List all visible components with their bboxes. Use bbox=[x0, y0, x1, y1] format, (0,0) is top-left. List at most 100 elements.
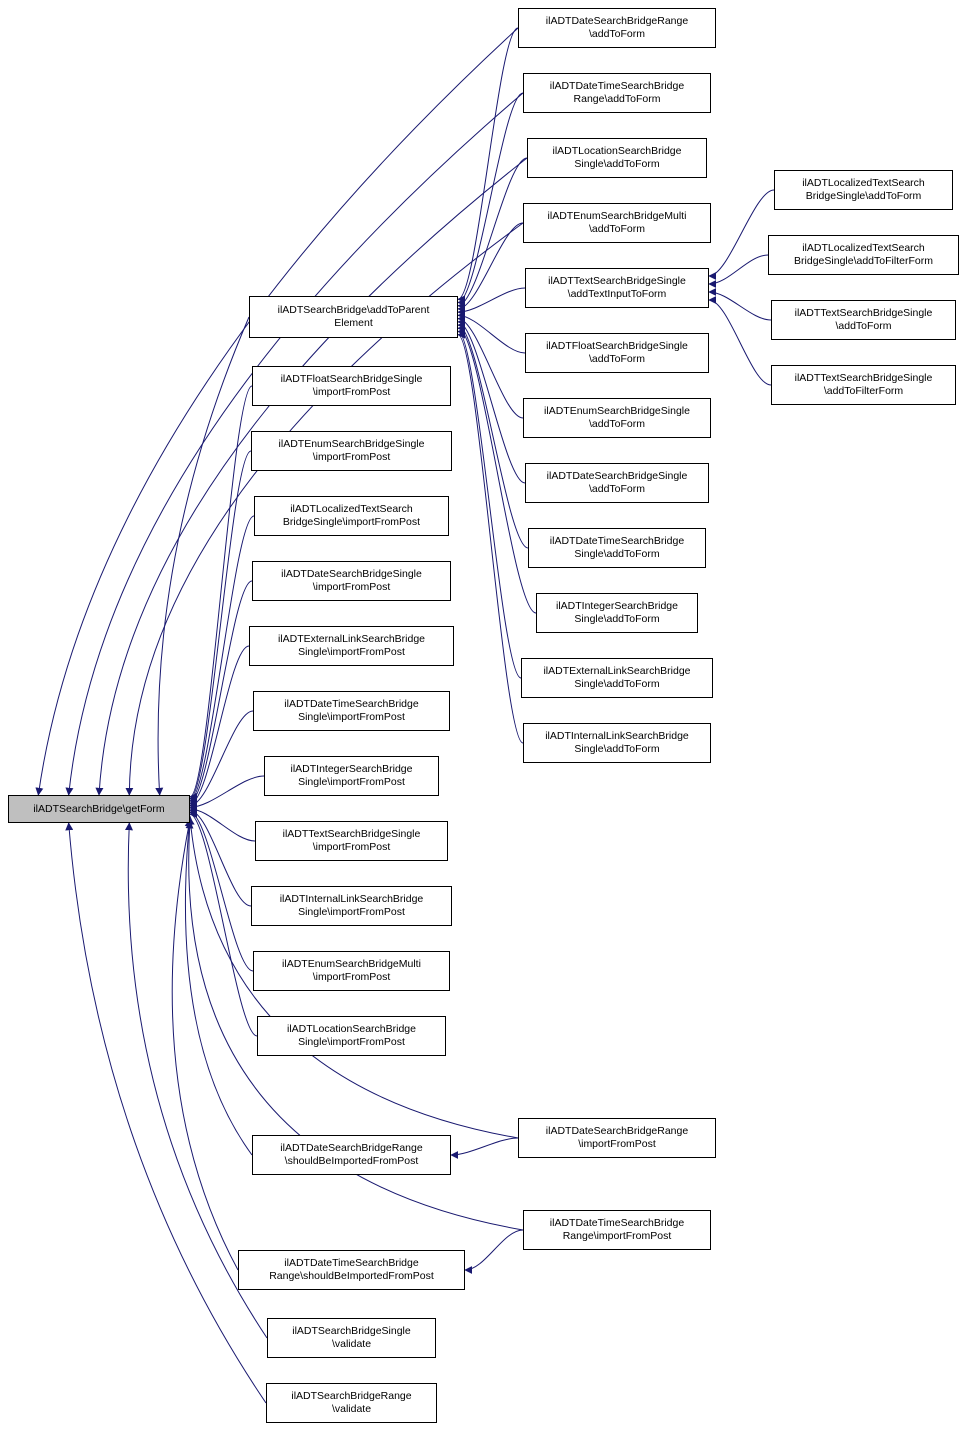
node-label: ilADTLocalizedTextSearch bbox=[802, 177, 925, 189]
node-label: ilADTSearchBridge\getForm bbox=[33, 802, 165, 815]
edge-integer_ifp-to-getForm bbox=[189, 775, 265, 812]
edge-single_validate-to-getForm bbox=[125, 822, 268, 1339]
node-label: ilADTSearchBridgeSingle bbox=[292, 1325, 411, 1337]
node-range_validate[interactable]: ilADTSearchBridgeRange\validate bbox=[266, 1383, 437, 1423]
node-label: ilADTDateTimeSearchBridge bbox=[549, 535, 685, 547]
node-label: Range\addToForm bbox=[573, 93, 661, 105]
node-label: \validate bbox=[331, 1338, 372, 1350]
node-label: BridgeSingle\importFromPost bbox=[282, 516, 421, 528]
node-label: \importFromPost bbox=[312, 386, 391, 398]
node-label: ilADTExternalLinkSearchBridge bbox=[277, 633, 426, 645]
node-label: Range\importFromPost bbox=[562, 1230, 672, 1242]
node-text_atf[interactable]: ilADTTextSearchBridgeSingle\addToForm bbox=[771, 300, 956, 340]
node-label: ilADTTextSearchBridgeSingle bbox=[794, 372, 933, 384]
node-label: Single\importFromPost bbox=[298, 711, 405, 723]
node-label: ilADTLocalizedTextSearch bbox=[802, 242, 925, 254]
node-label: \importFromPost bbox=[312, 581, 391, 593]
edge-loctext_atff-to-addtextinput bbox=[708, 254, 769, 288]
node-label: ilADTDateTimeSearchBridge bbox=[549, 80, 685, 92]
node-label: ilADTEnumSearchBridgeSingle bbox=[278, 438, 425, 450]
edge-enummulti_ifp-to-getForm bbox=[189, 808, 254, 972]
node-label: BridgeSingle\addToFilterForm bbox=[794, 255, 933, 267]
node-label: ilADTDateTimeSearchBridge bbox=[284, 1257, 419, 1269]
edge-datetimerange_atf-to-addToParent bbox=[457, 92, 524, 307]
edge-intlink_ifp-to-getForm bbox=[189, 806, 252, 907]
node-getForm: ilADTSearchBridge\getForm bbox=[8, 795, 190, 823]
node-daterange_ifp[interactable]: ilADTDateSearchBridgeRange\importFromPos… bbox=[518, 1118, 716, 1158]
node-label: ilADTIntegerSearchBridge bbox=[556, 600, 678, 612]
node-float_atf[interactable]: ilADTFloatSearchBridgeSingle\addToForm bbox=[525, 333, 709, 373]
edge-addtextinput-to-addToParent bbox=[457, 287, 526, 317]
node-label: Single\addToForm bbox=[574, 548, 660, 560]
node-label: ilADTDateSearchBridgeSingle bbox=[546, 470, 688, 482]
node-label: ilADTTextSearchBridgeSingle bbox=[794, 307, 933, 319]
edge-float_ifp-to-getForm bbox=[189, 385, 253, 801]
node-text_atff[interactable]: ilADTTextSearchBridgeSingle\addToFilterF… bbox=[771, 365, 956, 405]
edge-extlink_atf-to-addToParent bbox=[457, 327, 522, 679]
node-float_ifp[interactable]: ilADTFloatSearchBridgeSingle\importFromP… bbox=[252, 366, 451, 406]
edge-enumsingle_ifp-to-getForm bbox=[189, 450, 252, 803]
edge-intlink_atf-to-addToParent bbox=[457, 330, 524, 744]
node-text_ifp[interactable]: ilADTTextSearchBridgeSingle\importFromPo… bbox=[255, 821, 448, 861]
node-addtextinput[interactable]: ilADTTextSearchBridgeSingle\addTextInput… bbox=[525, 268, 709, 308]
edge-daterange_atf-to-addToParent bbox=[457, 27, 519, 304]
node-daterange_sbifp[interactable]: ilADTDateSearchBridgeRange\shouldBeImpor… bbox=[252, 1135, 451, 1175]
edge-addToParent-to-getForm bbox=[155, 316, 250, 796]
edge-datetimerange_ifp-to-datetimerange_sbifp bbox=[464, 1229, 524, 1274]
node-label: Single\importFromPost bbox=[298, 1036, 405, 1048]
node-enummulti_ifp[interactable]: ilADTEnumSearchBridgeMulti\importFromPos… bbox=[253, 951, 450, 991]
node-label: Element bbox=[334, 317, 373, 329]
node-label: \addToForm bbox=[588, 28, 646, 40]
node-label: \importFromPost bbox=[312, 841, 391, 853]
node-enumsingle_atf[interactable]: ilADTEnumSearchBridgeSingle\addToForm bbox=[523, 398, 711, 438]
node-label: \addToForm bbox=[588, 223, 646, 235]
node-label: ilADTIntegerSearchBridge bbox=[290, 763, 413, 775]
node-label: \importFromPost bbox=[578, 1138, 656, 1150]
edge-loctext_ifp-to-getForm bbox=[189, 515, 255, 805]
node-single_validate[interactable]: ilADTSearchBridgeSingle\validate bbox=[267, 1318, 436, 1358]
node-label: ilADTEnumSearchBridgeSingle bbox=[544, 405, 690, 417]
node-label: Single\importFromPost bbox=[298, 646, 405, 658]
edge-datetimerange_atf-to-getForm bbox=[65, 92, 524, 796]
edge-enummulti_atf-to-addToParent bbox=[457, 222, 524, 313]
node-datesingle_ifp[interactable]: ilADTDateSearchBridgeSingle\importFromPo… bbox=[252, 561, 451, 601]
node-datesingle_atf[interactable]: ilADTDateSearchBridgeSingle\addToForm bbox=[525, 463, 709, 503]
node-label: ilADTEnumSearchBridgeMulti bbox=[282, 958, 421, 970]
node-label: ilADTInternalLinkSearchBridge bbox=[279, 893, 424, 905]
node-enumsingle_ifp[interactable]: ilADTEnumSearchBridgeSingle\importFromPo… bbox=[251, 431, 452, 471]
node-label: Single\addToForm bbox=[574, 678, 660, 690]
node-label: ilADTSearchBridge\addToParent bbox=[277, 304, 430, 316]
edge-datetimerange_sbifp-to-getForm bbox=[171, 818, 239, 1271]
edge-datetimesingle_ifp-to-getForm bbox=[189, 710, 254, 810]
edge-datesingle_atf-to-addToParent bbox=[457, 317, 526, 484]
node-label: Single\importFromPost bbox=[298, 906, 405, 918]
edge-location_ifp-to-getForm bbox=[189, 810, 258, 1037]
node-label: Single\addToForm bbox=[574, 743, 660, 755]
node-label: \addToForm bbox=[835, 320, 892, 332]
node-daterange_atf[interactable]: ilADTDateSearchBridgeRange\addToForm bbox=[518, 8, 716, 48]
node-enummulti_atf[interactable]: ilADTEnumSearchBridgeMulti\addToForm bbox=[523, 203, 711, 243]
node-label: ilADTTextSearchBridgeSingle bbox=[282, 828, 421, 840]
node-label: \addToForm bbox=[588, 483, 646, 495]
node-label: ilADTDateTimeSearchBridge bbox=[549, 1217, 685, 1229]
node-label: ilADTExternalLinkSearchBridge bbox=[543, 665, 691, 677]
